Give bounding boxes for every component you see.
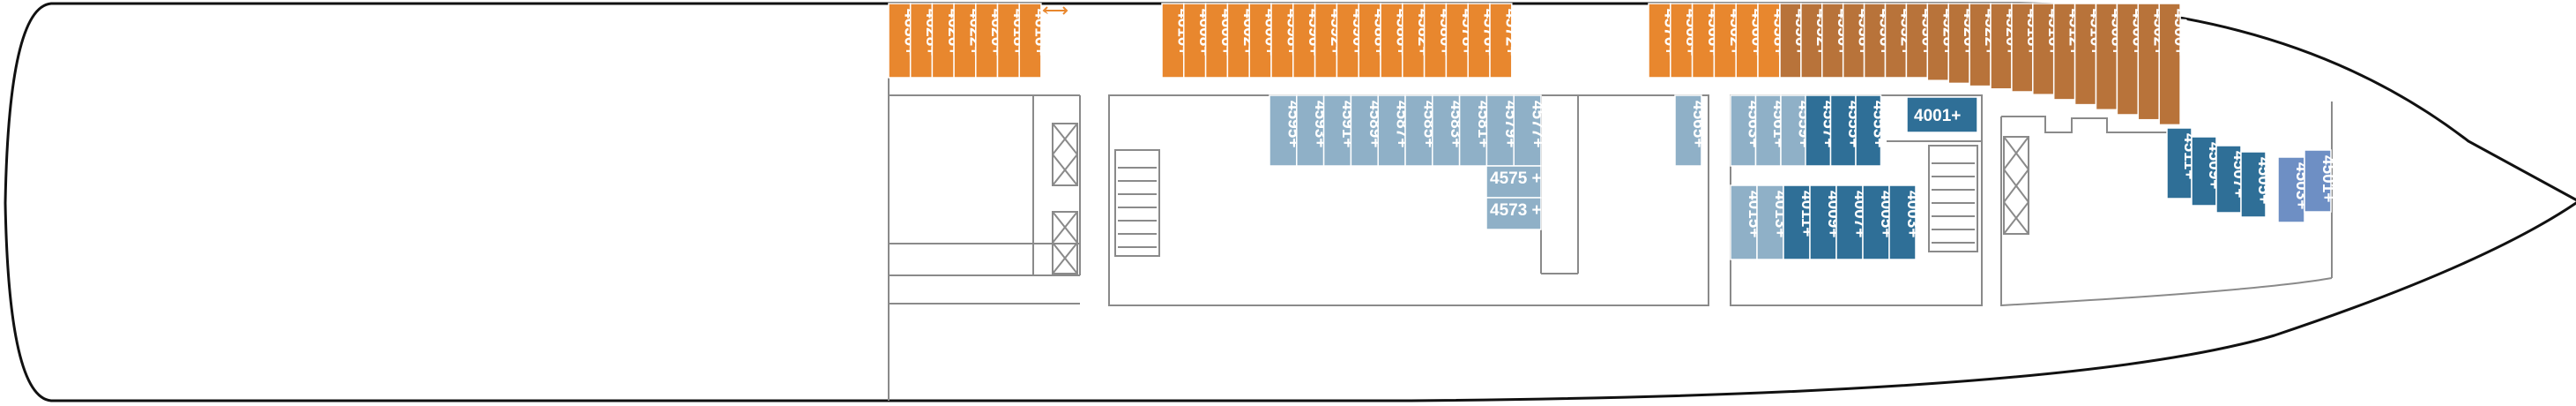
cabin-box <box>1862 184 1890 260</box>
cabin[interactable]: 4596+ <box>1292 3 1323 79</box>
cabin-box <box>1458 94 1488 167</box>
cabin-number: 4573 + <box>1490 201 1542 220</box>
cabin-number: 4500+ <box>2170 9 2189 56</box>
cabin-box <box>1674 94 1702 167</box>
cabin-box <box>1292 3 1316 79</box>
cabin-box <box>1735 3 1759 79</box>
cabin-box <box>1336 3 1359 79</box>
cabin-box <box>1432 94 1461 167</box>
cabin-box <box>1783 184 1811 260</box>
cabin[interactable]: 4573 + <box>1485 197 1542 230</box>
cabin[interactable]: 4001+ <box>1906 96 1978 133</box>
cabin-box <box>1270 3 1294 79</box>
cabin-box <box>1855 94 1882 167</box>
cabin[interactable]: 4570+ <box>1648 3 1679 79</box>
cabin-box <box>2158 3 2181 126</box>
cabin-box <box>1380 3 1403 79</box>
cabin[interactable]: 4565+ <box>1674 94 1708 167</box>
cabin-box <box>1018 3 1042 79</box>
cabin-number: 4575 + <box>1490 169 1542 188</box>
cabin-box <box>1780 94 1807 167</box>
cabin-number: 4553+ <box>1869 101 1887 147</box>
cabin-box <box>1248 3 1272 79</box>
cabin[interactable]: 4575 + <box>1485 165 1542 199</box>
cabin[interactable]: 4559+ <box>1780 94 1813 167</box>
cabin-box <box>1485 197 1542 230</box>
staircase-icon <box>1928 145 1978 252</box>
aft-section <box>888 78 1081 401</box>
cabin-box <box>1314 3 1338 79</box>
cabin-box <box>1296 94 1325 167</box>
cabin-box <box>1756 184 1784 260</box>
elevator-x-icon <box>1052 123 1078 274</box>
cabin-box <box>1350 94 1379 167</box>
bow-section <box>2000 102 2333 307</box>
cabin[interactable]: 4572+ <box>1489 3 1520 79</box>
cabin-box <box>1161 3 1185 79</box>
cabin[interactable]: 4003+ <box>1888 184 1922 260</box>
cabin-box <box>1757 3 1781 79</box>
cabin-box <box>1829 94 1857 167</box>
cabin[interactable]: 4595+ <box>1269 94 1302 167</box>
cabin-box <box>1404 94 1433 167</box>
cabin-box <box>2240 151 2267 218</box>
cabin-layer: 4630+4628+4626+4622+4620+4618+4616+4610+… <box>888 3 2337 260</box>
cabin-box <box>1906 96 1978 133</box>
cabin-box <box>1754 94 1782 167</box>
cabin-box <box>996 3 1020 79</box>
cabin-number: 4001+ <box>1914 107 1961 125</box>
cabin-box <box>1809 184 1837 260</box>
cabin-box <box>1805 94 1832 167</box>
cabin-box <box>1445 3 1469 79</box>
elevator-x-icon <box>2003 136 2029 235</box>
cabin-box <box>1269 94 1298 167</box>
cabin-box <box>1322 94 1352 167</box>
cabin-box <box>1183 3 1207 79</box>
staircase-icon <box>1114 149 1160 257</box>
cabin-box <box>1888 184 1917 260</box>
cabin-number: 4577+ <box>1529 101 1547 147</box>
cabin-number: 4616+ <box>1031 9 1050 56</box>
cabin-box <box>1423 3 1448 79</box>
cabin-box <box>1691 3 1716 79</box>
cabin[interactable]: 4553+ <box>1855 94 1887 167</box>
cabin-box <box>2304 149 2332 213</box>
cabin-number: 4572+ <box>1501 9 1520 56</box>
cabin-number: 4003+ <box>1903 191 1922 237</box>
cabin-number: 4565+ <box>1689 101 1708 147</box>
cabin[interactable]: 4505+ <box>2240 151 2273 218</box>
cabin-box <box>931 3 955 79</box>
cabin-box <box>2277 156 2305 223</box>
cabin-box <box>1648 3 1671 79</box>
cabin[interactable]: 4560+ <box>1735 3 1767 79</box>
cabin[interactable]: 4500+ <box>2158 3 2189 126</box>
cabin[interactable]: 4616+ <box>1018 3 1050 79</box>
cabin-box <box>1489 3 1513 79</box>
cabin-number: 4501+ <box>2319 155 2337 202</box>
cabin-box <box>909 3 934 79</box>
cabin-number: 4505+ <box>2254 157 2273 204</box>
cabin-box <box>2166 127 2193 199</box>
cabin[interactable]: 4501+ <box>2304 149 2337 213</box>
cabin-box <box>1835 184 1864 260</box>
cabin-box <box>1713 3 1737 79</box>
cabin-box <box>888 3 912 79</box>
cabin[interactable]: 4585+ <box>1404 94 1438 167</box>
double-headed-arrow-icon <box>1042 6 1068 15</box>
